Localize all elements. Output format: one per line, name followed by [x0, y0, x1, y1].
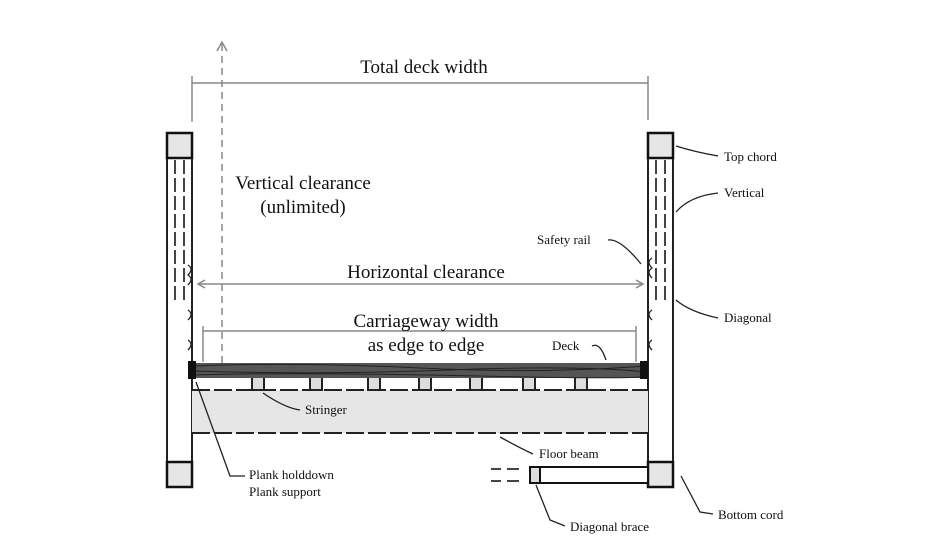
deck: [188, 361, 648, 379]
vertical-label: Vertical: [724, 185, 765, 200]
deck-label: Deck: [552, 338, 580, 353]
leader-lines: [195, 145, 719, 527]
vertical-clearance-dimension: Vertical clearance (unlimited): [216, 40, 371, 365]
diagonal-brace: [491, 466, 649, 484]
total-deck-width-label: Total deck width: [360, 57, 488, 78]
horizontal-clearance-dimension: Horizontal clearance: [196, 262, 645, 289]
carriageway-width-note: as edge to edge: [368, 335, 485, 356]
vertical-clearance-label: Vertical clearance: [235, 173, 371, 194]
total-deck-width-dimension: Total deck width: [191, 57, 649, 122]
floor-beam-label: Floor beam: [539, 446, 599, 461]
stringers: [251, 376, 588, 391]
carriageway-width-label: Carriageway width: [353, 311, 499, 332]
safety-rail-label: Safety rail: [537, 232, 591, 247]
vertical-clearance-note: (unlimited): [260, 197, 345, 218]
stringer-label: Stringer: [305, 402, 348, 417]
left-truss: [165, 131, 194, 489]
plank-support-label: Plank support: [249, 484, 321, 499]
right-truss: [646, 131, 675, 489]
diagonal-label: Diagonal: [724, 310, 772, 325]
horizontal-clearance-label: Horizontal clearance: [347, 262, 505, 283]
carriageway-width-dimension: Carriageway width as edge to edge: [202, 311, 637, 362]
floor-beam: [192, 389, 648, 434]
diagonal-brace-label: Diagonal brace: [570, 519, 649, 534]
top-chord-label: Top chord: [724, 149, 777, 164]
arrow-up-icon: [216, 40, 228, 52]
plank-holddown-label: Plank holddown: [249, 467, 334, 482]
bottom-cord-label: Bottom cord: [718, 507, 784, 522]
